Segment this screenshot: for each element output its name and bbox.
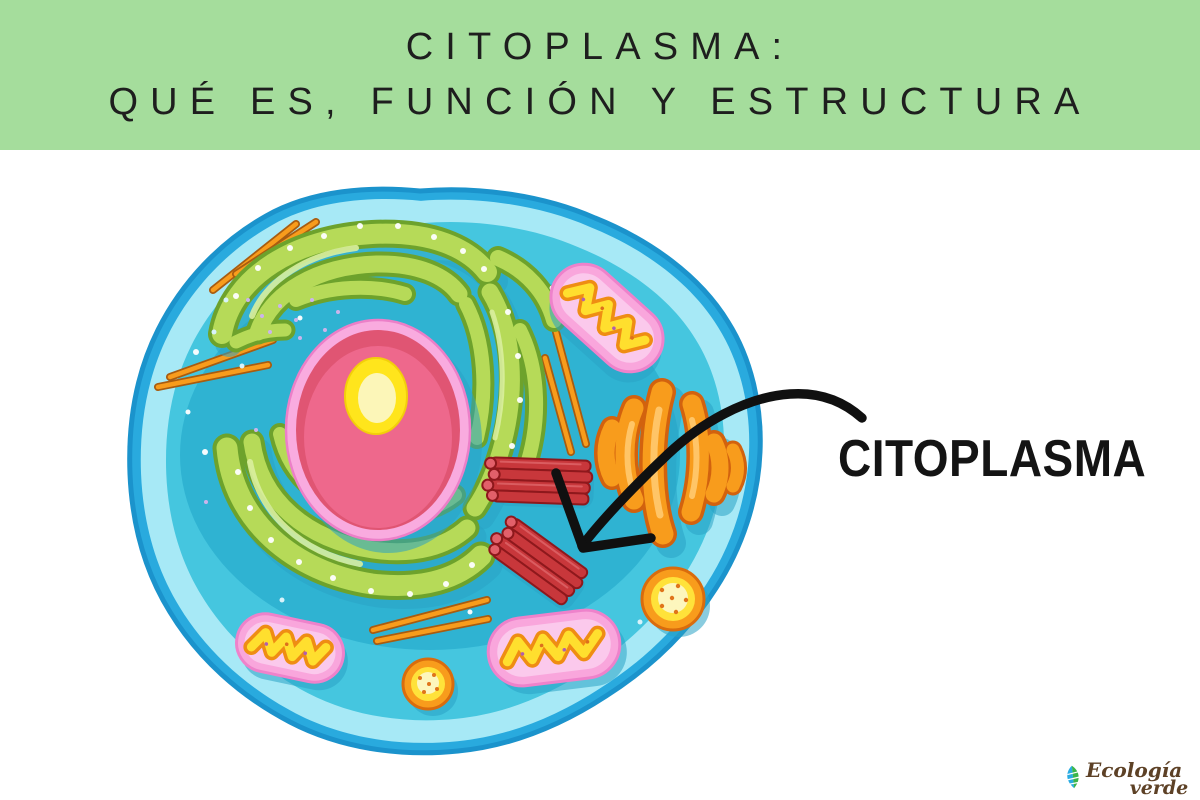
- mitochondrion-bottom-left: [235, 612, 348, 691]
- microtubule-pair-middle: [541, 328, 590, 456]
- citoplasma-arrow: [551, 388, 867, 553]
- ribosome-dots: [185, 223, 703, 625]
- mitochondrion-bottom-center: [486, 608, 627, 695]
- centriole-bundle-2: [488, 515, 589, 609]
- page-title-line1: CITOPLASMA:: [405, 26, 795, 68]
- logo-text-line1: Ecología: [1086, 758, 1183, 782]
- lysosome-bottom-center: [401, 657, 458, 716]
- microtubule-pair-left: [154, 336, 277, 391]
- lysosome-right: [640, 566, 710, 637]
- leaf-icon: [1067, 765, 1080, 789]
- page-title-line2: QUÉ ES, FUNCIÓN Y ESTRUCTURA: [108, 81, 1092, 123]
- arrow-head: [551, 468, 656, 553]
- arrow-shaft: [577, 388, 867, 551]
- mitochondrion-top-right: [549, 262, 665, 383]
- nucleus: [284, 318, 482, 553]
- brand-logo: Ecología verde: [1064, 758, 1188, 798]
- microtubule-pair-bottom: [369, 596, 492, 645]
- header-banner: CITOPLASMA: QUÉ ES, FUNCIÓN Y ESTRUCTURA: [0, 0, 1200, 150]
- citoplasma-label: CITOPLASMA: [838, 429, 1147, 488]
- logo-text-line2: verde: [1129, 777, 1189, 799]
- centriole-bundle-1: [481, 456, 595, 509]
- microtubules: [154, 218, 590, 645]
